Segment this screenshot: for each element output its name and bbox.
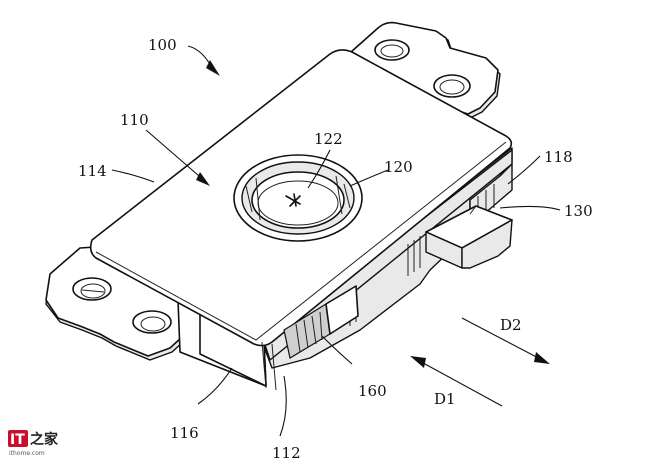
watermark-logo: IT 之家 ithome.com	[8, 430, 59, 457]
svg-text:IT: IT	[10, 432, 25, 448]
svg-text:ithome.com: ithome.com	[9, 450, 45, 457]
label-116: 116	[170, 424, 199, 442]
leader-lines	[111, 45, 561, 437]
label-112: 112	[272, 444, 301, 462]
direction-arrow-d2	[461, 317, 550, 364]
label-114: 114	[78, 162, 107, 180]
front-mounting-flange	[45, 245, 201, 361]
screw-head	[285, 193, 301, 207]
label-160: 160	[358, 382, 387, 400]
mount-hole-front-1	[72, 277, 112, 301]
mount-hole-front-2	[132, 310, 172, 334]
svg-text:之家: 之家	[30, 431, 59, 448]
label-122: 122	[314, 130, 343, 148]
label-118: 118	[544, 148, 573, 166]
back-mounting-flange	[341, 21, 501, 119]
slider-tab	[425, 205, 513, 269]
label-110: 110	[120, 111, 149, 129]
indicator-window	[283, 285, 359, 359]
direction-arrow-d1	[410, 356, 503, 407]
label-d1: D1	[434, 390, 456, 408]
label-120: 120	[384, 158, 413, 176]
label-130: 130	[564, 202, 593, 220]
label-d2: D2	[500, 316, 522, 334]
label-100: 100	[148, 36, 177, 54]
